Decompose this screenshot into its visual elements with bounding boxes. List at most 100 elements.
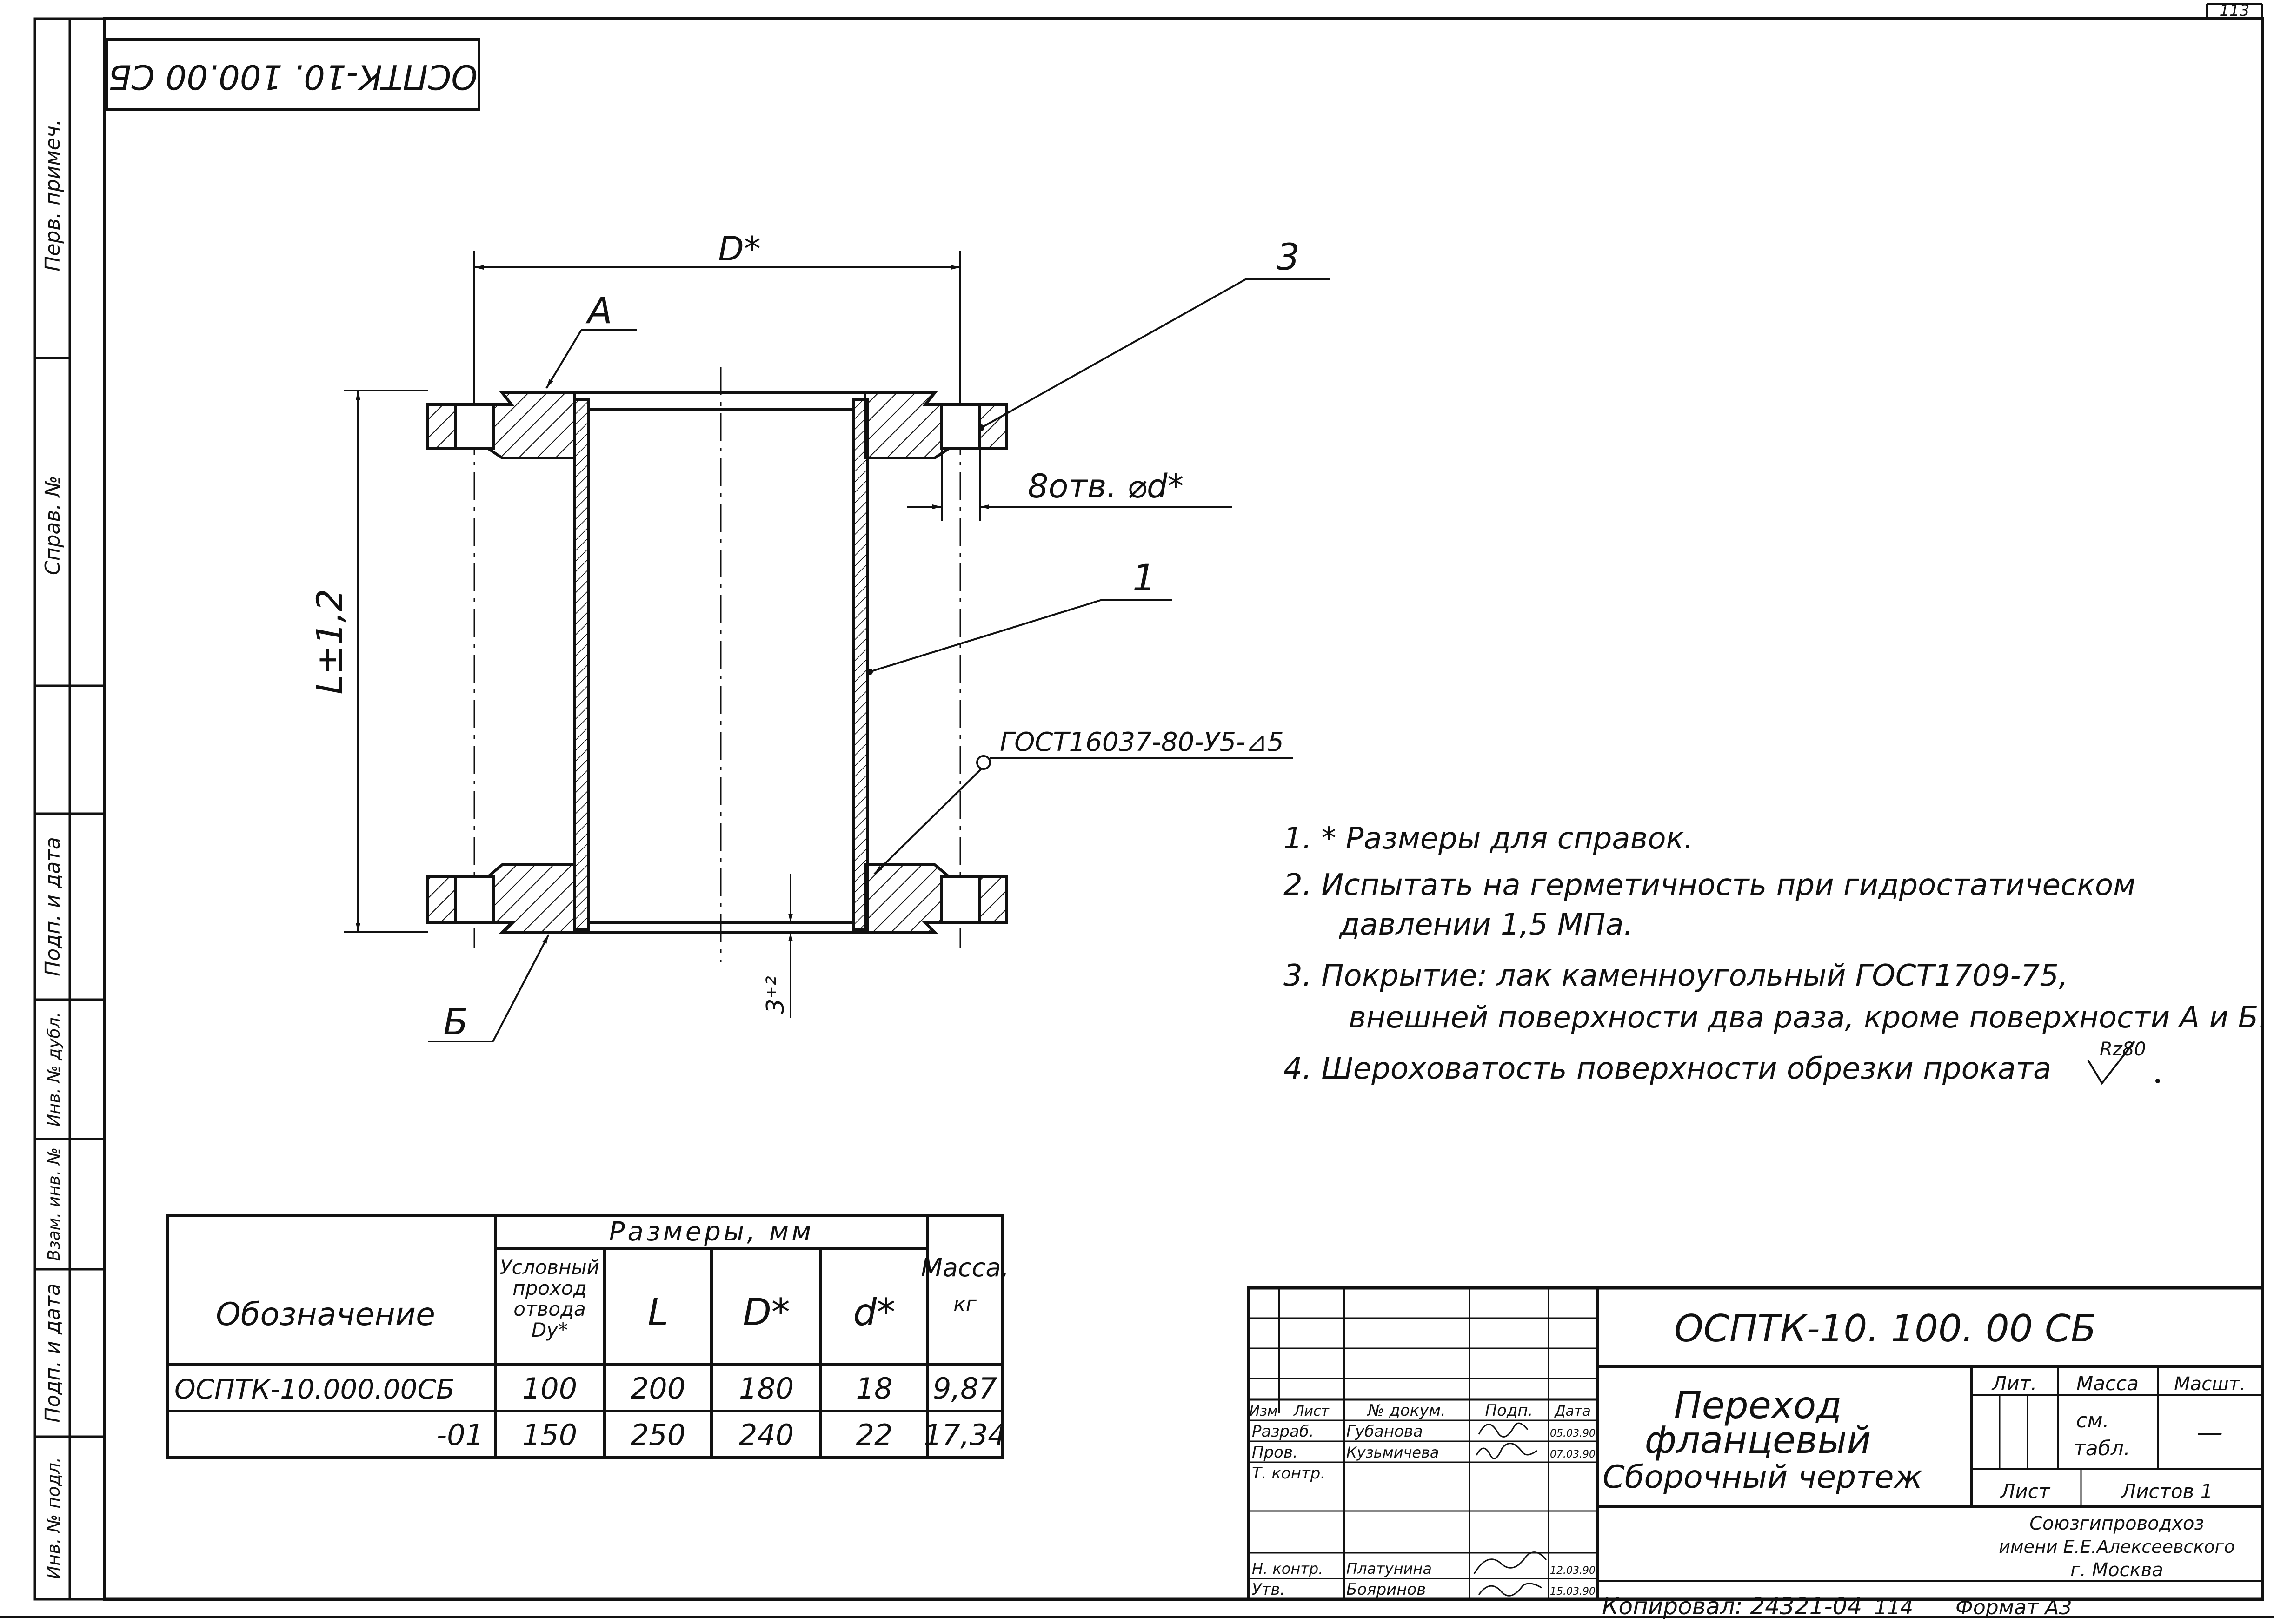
leader-1 (869, 599, 1172, 673)
table-header-du-4: Dу* (532, 1319, 568, 1341)
leader-1-dot (866, 669, 873, 675)
roughness-symbol: Rz80 (2087, 1039, 2160, 1085)
row2-D: 240 (739, 1418, 794, 1452)
side-label-1: Перв. примеч. (41, 119, 65, 272)
technical-notes: 1. * Размеры для справок. 2. Испытать на… (1283, 822, 2268, 1086)
tb-scale-value: — (2197, 1418, 2223, 1448)
footer-num: 114 (1874, 1596, 1913, 1619)
tb-role-1: Разраб. (1252, 1422, 1314, 1441)
weld-label: ГОСТ16037-80-У5-⊿5 (1000, 727, 1284, 757)
tb-role-2: Пров. (1252, 1443, 1298, 1462)
side-label-2: Справ. № (41, 476, 65, 575)
note-3: 3. Покрытие: лак каменноугольный ГОСТ170… (1283, 959, 2068, 993)
rotated-designation-box: ОСПТК-10. 100.00 СБ (106, 38, 480, 111)
table-header-designation: Обозначение (216, 1296, 435, 1333)
dimension-D-label: D* (718, 229, 760, 268)
title-block (1247, 1286, 2264, 1601)
title-block-text: ОСПТК-10. 100. 00 СБ Переход фланцевый С… (1249, 1307, 2245, 1599)
note-4: 4. Шероховатость поверхности обрезки про… (1283, 1052, 2051, 1086)
footer-copied: Копировал: 24321-04 (1602, 1593, 1862, 1620)
centerlines (473, 367, 961, 962)
row2-L: 250 (631, 1418, 685, 1452)
dimensions-table (166, 1214, 1004, 1459)
table-header-du-2: проход (512, 1277, 586, 1299)
tb-name-1: Переход (1674, 1384, 1842, 1427)
row1-L: 200 (631, 1372, 685, 1405)
label-A: A (585, 290, 612, 332)
tb-role-5: Утв. (1252, 1580, 1285, 1599)
row2-designation: -01 (437, 1418, 484, 1452)
tb-header-sign: Подп. (1485, 1401, 1533, 1420)
row1-du: 100 (522, 1372, 577, 1405)
table-header-mass-1: Масса, (921, 1253, 1009, 1282)
tb-name-role-5: Бояринов (1346, 1580, 1426, 1599)
table-header-D: D* (743, 1291, 790, 1334)
signatures (1473, 1422, 1547, 1597)
note-3b: внешней поверхности два раза, кроме пове… (1349, 1001, 2268, 1035)
lower-flange (426, 863, 1008, 934)
tb-designation: ОСПТК-10. 100. 00 СБ (1674, 1307, 2096, 1350)
tb-date-1: 05.03.90 (1550, 1428, 1596, 1439)
side-label-3: Подп. и дата (41, 837, 65, 976)
position-3: 3 (1277, 237, 1300, 278)
tb-date-2: 07.03.90 (1550, 1449, 1596, 1460)
dimension-L (344, 390, 428, 933)
weld-callout (873, 755, 1293, 875)
tb-mass-value-2: табл. (2074, 1437, 2130, 1460)
tb-sheet-label: Лист (2000, 1480, 2051, 1503)
dimension-D (473, 251, 961, 404)
tb-header-izm: Изм (1249, 1403, 1277, 1419)
tb-date-4: 12.03.90 (1550, 1565, 1596, 1577)
leader-B (428, 934, 550, 1042)
footer-format: Формат А3 (1955, 1596, 2072, 1619)
rotated-designation: ОСПТК-10. 100.00 СБ (108, 57, 478, 96)
tb-org-1: Союзгипроводхоз (2029, 1513, 2204, 1534)
table-header-d: d* (853, 1291, 896, 1334)
side-label-5: Взам. инв. № (45, 1147, 64, 1261)
table-header-du-3: отвода (513, 1298, 585, 1320)
assembly-drawing: D* L±1,2 8отв. ⌀d* A Б (309, 229, 1330, 1043)
row1-d: 18 (856, 1372, 893, 1405)
tb-scale-label: Масшт. (2174, 1373, 2246, 1395)
leader-3-dot (978, 424, 984, 431)
note-1: 1. * Размеры для справок. (1283, 822, 1694, 856)
tb-name-role-1: Губанова (1346, 1422, 1423, 1441)
tb-header-list: Лист (1293, 1403, 1330, 1419)
holes-dimension (907, 449, 1232, 521)
tb-role-4: Н. контр. (1252, 1560, 1323, 1578)
tb-header-date: Дата (1554, 1403, 1591, 1419)
row2-mass: 17,34 (924, 1418, 1006, 1452)
dimension-L-label: L±1,2 (309, 589, 350, 695)
tb-name-3: Сборочный чертеж (1602, 1459, 1922, 1496)
tb-role-3: Т. контр. (1252, 1464, 1325, 1483)
tb-org-3: г. Москва (2070, 1559, 2163, 1581)
row2-d: 22 (856, 1418, 893, 1452)
side-label-7: Инв. № подл. (43, 1457, 64, 1579)
tb-org-2: имени Е.Е.Алексеевского (1999, 1537, 2235, 1557)
tb-date-5: 15.03.90 (1550, 1586, 1596, 1597)
leader-A (545, 329, 637, 389)
note-2: 2. Испытать на герметичность при гидрост… (1283, 868, 2135, 902)
row1-designation: ОСПТК-10.000.00СБ (174, 1373, 455, 1405)
dimensions-table-text: Размеры, мм Обозначение Условный проход … (174, 1217, 1009, 1452)
row1-mass: 9,87 (933, 1372, 997, 1405)
tb-name-role-2: Кузьмичева (1346, 1444, 1439, 1461)
table-header-L: L (648, 1291, 669, 1334)
side-stamp (33, 17, 106, 1601)
tb-name-role-4: Платунина (1346, 1560, 1432, 1578)
row2-du: 150 (522, 1418, 577, 1452)
table-header-du-1: Условный (500, 1256, 599, 1279)
tb-mass-value-1: см. (2076, 1409, 2109, 1432)
holes-label: 8отв. ⌀d* (1028, 467, 1184, 505)
side-stamp-labels: Перв. примеч. Справ. № Подп. и дата Инв.… (41, 119, 65, 1579)
tb-name-2: фланцевый (1645, 1419, 1871, 1462)
leader-3 (981, 278, 1330, 429)
tb-header-doc: № докум. (1367, 1401, 1446, 1420)
position-1: 1 (1132, 557, 1156, 599)
page-number: 113 (2220, 1, 2250, 20)
footer: Копировал: 24321-04 114 Формат А3 (1602, 1593, 2072, 1620)
table-group-header: Размеры, мм (609, 1217, 814, 1247)
tb-mass-label: Масса (2076, 1372, 2139, 1395)
table-header-mass-2: кг (953, 1293, 977, 1316)
